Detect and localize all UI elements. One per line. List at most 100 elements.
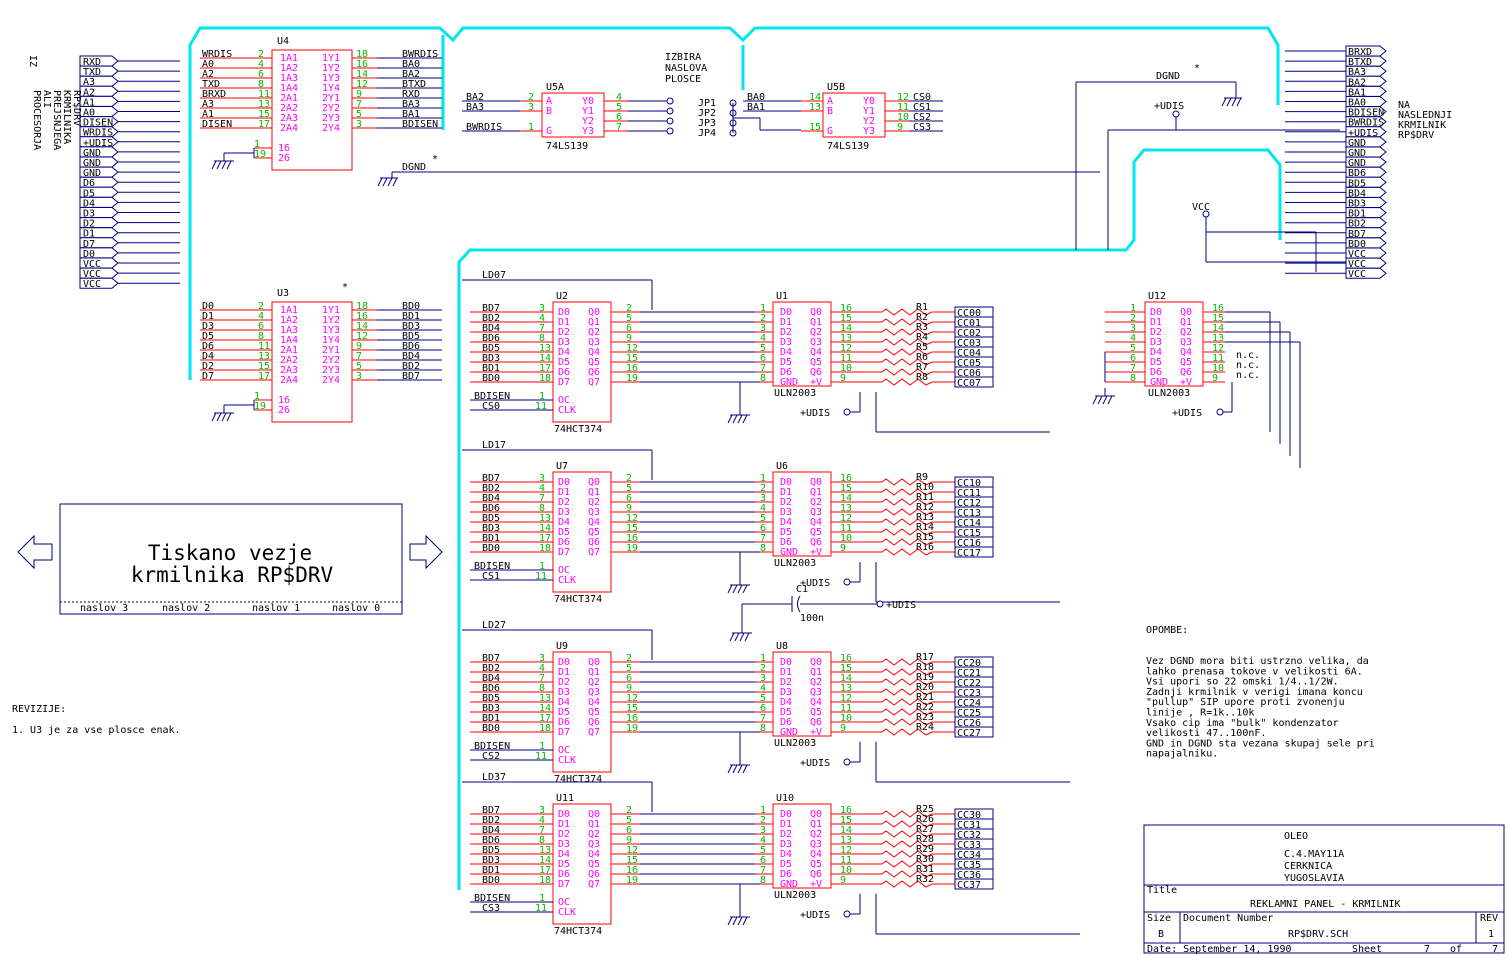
latch-in-net: BD2 [482, 313, 500, 324]
latch-in-name: D7 [558, 377, 570, 388]
driver-in-name: D4 [780, 697, 792, 708]
resistor-icon [855, 718, 955, 726]
ground-hatch [216, 160, 222, 170]
latch-out-name: Q4 [588, 697, 600, 708]
latch-out-pin-num: 2 [626, 653, 632, 664]
u5b-in-name: B [827, 106, 833, 117]
latch-in-net: BD5 [482, 343, 500, 354]
jumper-label: JP2 [698, 108, 716, 119]
u3-in-name: 2A4 [280, 375, 298, 386]
driver-out-name: Q5 [810, 707, 822, 718]
driver-out-pin-num: 12 [840, 693, 852, 704]
latch-out-name: Q5 [588, 707, 600, 718]
right-connector-pin-box [1345, 85, 1387, 97]
resistor-icon [855, 368, 955, 376]
latch-out-name: Q1 [588, 317, 600, 328]
u12-out-pin-num: 10 [1212, 363, 1224, 374]
latch-cs-net: CS0 [482, 401, 500, 412]
u5b-in-net: BA0 [747, 92, 765, 103]
u5a-out-name: Y1 [582, 106, 594, 117]
right-connector-pin-box [1345, 126, 1387, 138]
u5b-out-pin-num: 11 [897, 102, 909, 113]
latch-in-pin-num: 4 [539, 483, 545, 494]
latch-clk-pin-num: 11 [535, 401, 547, 412]
resistor-label: R3 [916, 322, 928, 333]
latch-in-net: BD6 [482, 835, 500, 846]
latch-in-name: D3 [558, 687, 570, 698]
latch-out-pin-num: 16 [626, 713, 638, 724]
right-connector-pin-label: BA0 [1348, 98, 1366, 109]
resistor-label: R1 [916, 302, 928, 313]
latch-out-pin-num: 19 [626, 723, 638, 734]
company-line3: CERKNICA [1284, 861, 1332, 872]
latch-in-name: D3 [558, 337, 570, 348]
ground-hatch [211, 412, 217, 422]
driver-out-pin-num: 15 [840, 663, 852, 674]
u3-out-name: 1Y2 [322, 315, 340, 326]
output-net-label: CC32 [957, 830, 981, 841]
u12-in-pin-num: 8 [1130, 373, 1136, 384]
latch-out-pin-num: 9 [626, 835, 632, 846]
latch-out-name: Q5 [588, 859, 600, 870]
u3-in-pin-num: 15 [258, 361, 270, 372]
latch-out-pin-num: 12 [626, 343, 638, 354]
right-connector-pin-label: BD2 [1348, 219, 1366, 230]
driver-out-pin-num: 11 [840, 855, 852, 866]
u3-out-name: 2Y4 [322, 375, 340, 386]
latch-out-pin-num: 2 [626, 805, 632, 816]
note-line: "pullup" SIP upore proti zvonenju [1146, 697, 1345, 708]
driver-out-name: +V [810, 879, 822, 890]
driver-body [772, 803, 832, 889]
latch-out-pin-num: 12 [626, 693, 638, 704]
left-connector-pin-label: A1 [83, 97, 95, 108]
latch-in-net: BD4 [482, 323, 500, 334]
latch-in-pin-num: 17 [539, 533, 551, 544]
left-connector-pin-label: A2 [83, 87, 95, 98]
right-connector-pin-box [1345, 186, 1387, 198]
u3-in-net: D4 [202, 351, 214, 362]
revisions-title: REVIZIJE: [12, 704, 66, 715]
latch-in-pin-num: 18 [539, 543, 551, 554]
u5b-out-name: Y2 [863, 116, 875, 127]
note-line: napajalniku. [1146, 749, 1218, 760]
latch-in-pin-num: 3 [539, 805, 545, 816]
driver-part: ULN2003 [774, 558, 816, 569]
left-connector-pin-label: VCC [83, 259, 101, 270]
driver-out-pin-num: 15 [840, 815, 852, 826]
ground-hatch [1097, 395, 1103, 405]
driver-in-name: D3 [780, 337, 792, 348]
driver-out-name: Q2 [810, 829, 822, 840]
driver-out-name: Q2 [810, 497, 822, 508]
left-connector-pin-label: DISEN [83, 118, 113, 129]
driver-in-pin-num: 7 [760, 713, 766, 724]
resistor-icon [855, 668, 955, 676]
u4-out-pin-num: 18 [356, 49, 368, 60]
driver-out-name: Q0 [810, 809, 822, 820]
left-connector-pin-box [79, 227, 119, 239]
output-net-label: CC14 [957, 518, 981, 529]
latch-in-pin-num: 18 [539, 373, 551, 384]
output-net-label: CC20 [957, 658, 981, 669]
u5a-in-name: B [546, 106, 552, 117]
sheet-total: 7 [1492, 944, 1498, 955]
u3-in-pin-num: 8 [258, 331, 264, 342]
left-connector-pin-box [79, 176, 119, 188]
left-connector-pin-box [79, 196, 119, 208]
latch-out-pin-num: 2 [626, 303, 632, 314]
latch-oc-name: OC [558, 395, 570, 406]
u5a-out-pin-num: 6 [616, 112, 622, 123]
resistor-icon [855, 870, 955, 878]
output-net-label: CC31 [957, 820, 981, 831]
latch-in-pin-num: 3 [539, 473, 545, 484]
driver-in-pin-num: 4 [760, 333, 766, 344]
right-connector-pin-box [1345, 75, 1387, 87]
latch-out-name: Q2 [588, 327, 600, 338]
driver-in-pin-num: 5 [760, 513, 766, 524]
latch-in-name: D6 [558, 869, 570, 880]
right-connector-label-line: KRMILNIK [1398, 120, 1446, 131]
